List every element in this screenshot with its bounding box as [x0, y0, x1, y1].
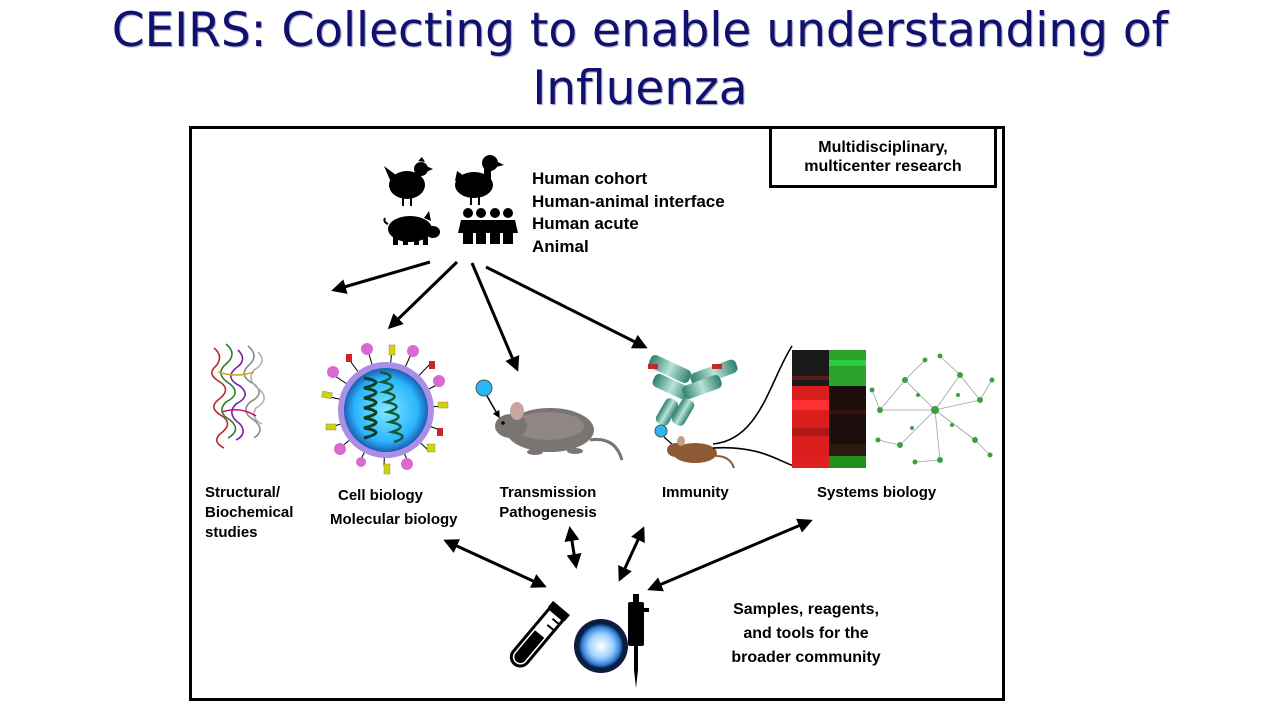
protein-structure-icon: [211, 343, 265, 449]
tag-line-1: Multidisciplinary,: [818, 139, 948, 156]
cohort-item: Human-animal interface: [532, 191, 725, 211]
cohort-list: Human cohort Human-animal interface Huma…: [532, 168, 725, 258]
pipette-icon: [628, 594, 649, 688]
pig-icon: [383, 211, 440, 245]
diagram-frame: [189, 126, 1005, 701]
title-line-1: CEIRS: Collecting to enable understandin…: [111, 3, 1169, 58]
arrow-to-cell-biology: [387, 260, 459, 330]
structural-label: Structural/ Biochemical studies: [205, 483, 293, 543]
immunity-label: Immunity: [662, 484, 729, 501]
cell-biology-label: Cell biology: [338, 487, 424, 504]
resources-line-1: Samples, reagents,: [733, 601, 879, 618]
people-icon: [458, 208, 518, 244]
arrow-systems-resources: [647, 518, 813, 592]
network-icon: [869, 353, 995, 465]
arrow-to-transmission: [470, 262, 520, 372]
structural-line-1: Structural/: [205, 484, 281, 501]
structural-line-3: studies: [205, 524, 258, 541]
antibody-icon: [648, 355, 738, 469]
arrow-to-structural: [331, 260, 431, 294]
chicken-icon: [384, 157, 433, 206]
transmission-line-2: Pathogenesis: [499, 504, 597, 521]
transmission-line-1: Transmission: [499, 484, 597, 501]
title-line-2: Influenza: [532, 61, 748, 116]
molecular-biology-label: Molecular biology: [330, 511, 458, 528]
transmission-label: Transmission Pathogenesis: [494, 483, 602, 523]
resources-line-3: broader community: [731, 649, 881, 666]
arrow-to-immunity: [485, 265, 648, 349]
test-tube-icon: [509, 600, 570, 668]
arrow-cell-resources: [443, 539, 547, 588]
structural-line-2: Biochemical: [205, 504, 294, 521]
systems-biology-label: Systems biology: [817, 484, 937, 501]
curve-to-heatmap-bottom: [712, 446, 795, 467]
cohort-item: Human cohort: [532, 169, 648, 188]
slide-title: CEIRS: Collecting to enable understandin…: [60, 2, 1220, 118]
tag-line-2: multicenter research: [804, 158, 962, 175]
mouse-icon: [475, 379, 624, 461]
resources-label: Samples, reagents, and tools for the bro…: [712, 598, 900, 670]
influenza-virus-icon: [321, 343, 449, 475]
cohort-item: Human acute: [532, 214, 639, 233]
heatmap-icon: [792, 350, 866, 468]
duck-icon: [455, 155, 504, 205]
arrow-immunity-resources: [618, 526, 645, 582]
bottom-arrows: [443, 518, 813, 592]
cell-icon: [574, 619, 628, 673]
arrow-transmission-resources: [564, 526, 582, 569]
top-arrows: [331, 260, 648, 372]
curve-to-heatmap-top: [712, 345, 793, 445]
resources-line-2: and tools for the: [743, 625, 869, 642]
cohort-item: Animal: [532, 236, 589, 256]
multidisciplinary-tag: Multidisciplinary, multicenter research: [769, 126, 997, 188]
